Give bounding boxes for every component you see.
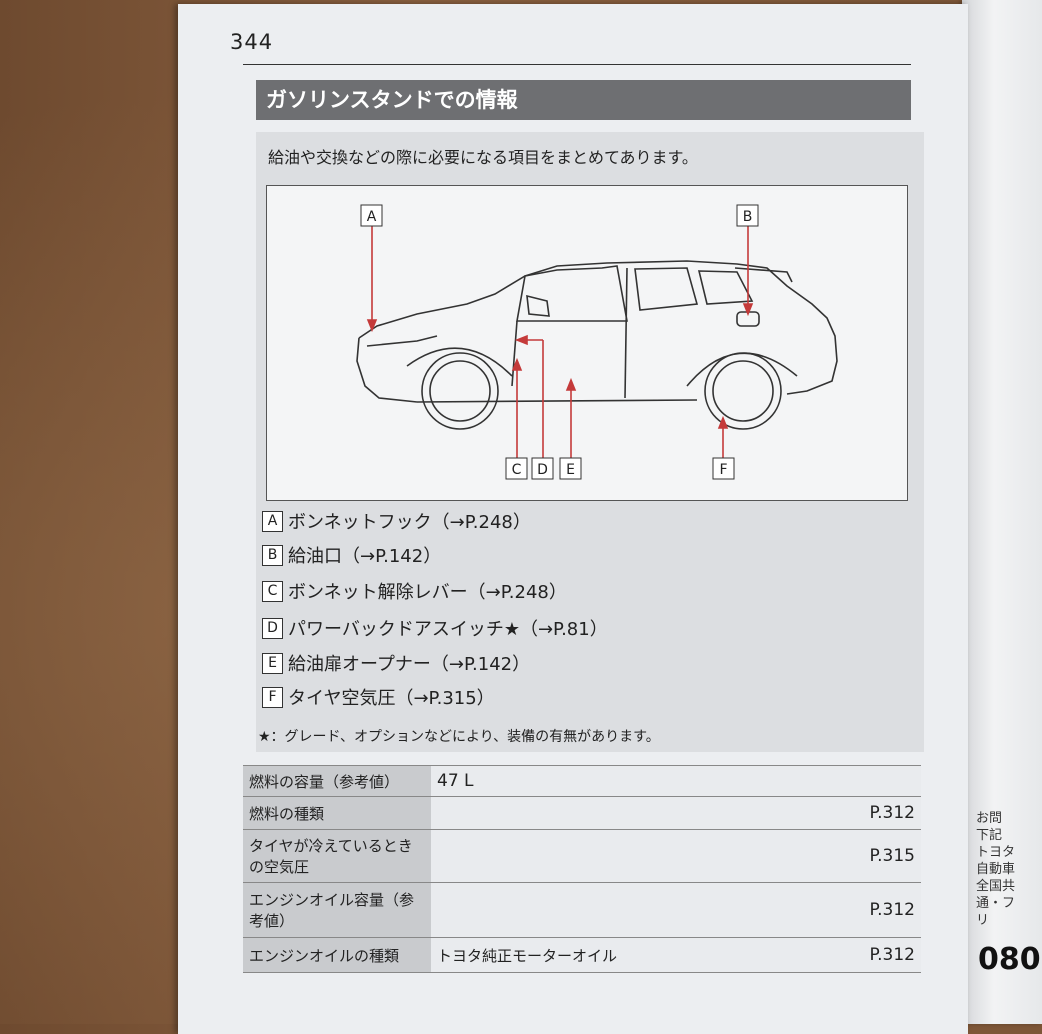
diagram-label-f: F (719, 462, 727, 478)
legend-key: B (262, 544, 283, 566)
spec-ref: P.312 (799, 937, 921, 973)
footnote: ★：グレード、オプションなどにより、装備の有無があります。 (258, 729, 660, 745)
table-row: 燃料の容量（参考値） 47 L (243, 765, 921, 797)
legend-text: タイヤ空気圧（→P.315） (288, 688, 495, 709)
car-outline (356, 260, 838, 403)
spec-label: 燃料の種類 (243, 796, 431, 830)
spec-ref: P.315 (799, 829, 921, 883)
legend-key: A (262, 510, 283, 532)
legend-text: ボンネットフック（→P.248） (288, 512, 531, 533)
car-illustration: A B C D E F (356, 204, 838, 480)
spec-ref (799, 765, 921, 797)
wheels (421, 352, 782, 430)
legend-key: C (262, 580, 283, 602)
diagram-label-b: B (743, 209, 753, 225)
spec-value (431, 796, 799, 830)
diagram-label-a: A (367, 209, 377, 225)
legend-key: D (262, 617, 283, 639)
spec-value (431, 882, 799, 938)
adjacent-page (962, 0, 1042, 1024)
intro-text: 給油や交換などの際に必要になる項目をまとめてあります。 (268, 148, 698, 167)
legend-key: E (262, 652, 283, 674)
edge-line: 下記 (976, 828, 1003, 843)
legend-text: 給油口（→P.142） (288, 546, 442, 567)
edge-line: お問 (976, 811, 1003, 826)
spec-ref: P.312 (799, 882, 921, 938)
spec-label: タイヤが冷えているときの空気圧 (243, 829, 431, 883)
diagram-label-boxes (360, 204, 759, 480)
legend-text: パワーバックドアスイッチ★（→P.81） (288, 619, 608, 640)
spec-table: 燃料の容量（参考値） 47 L 燃料の種類 P.312 タイヤが冷えているときの… (243, 765, 921, 973)
spec-value (431, 829, 799, 883)
legend-key: F (262, 686, 283, 708)
diagram-label-c: C (512, 462, 522, 478)
legend-text: ボンネット解除レバー（→P.248） (288, 582, 567, 603)
spec-label: エンジンオイル容量（参考値） (243, 882, 431, 938)
adjacent-page-text: お問 下記 トヨタ自動車 全国共通・フリ (976, 810, 1024, 929)
header-rule (243, 64, 911, 65)
section-title: ガソリンスタンドでの情報 (256, 80, 911, 120)
table-row: 燃料の種類 P.312 (243, 796, 921, 830)
vehicle-diagram: A B C D E F (266, 185, 908, 501)
diagram-label-e: E (566, 462, 575, 478)
legend-text: 給油扉オープナー（→P.142） (288, 654, 531, 675)
spec-label: エンジンオイルの種類 (243, 937, 431, 973)
page-number: 344 (230, 30, 274, 54)
diagram-label-d: D (537, 462, 548, 478)
edge-line: トヨタ自動車 (976, 845, 1016, 877)
table-row: タイヤが冷えているときの空気圧 P.315 (243, 829, 921, 883)
adjacent-page-number: 080 (978, 942, 1041, 977)
callout-lines (366, 226, 754, 458)
spec-ref: P.312 (799, 796, 921, 830)
table-row: エンジンオイル容量（参考値） P.312 (243, 882, 921, 938)
table-row: エンジンオイルの種類 トヨタ純正モーターオイル P.312 (243, 937, 921, 973)
spec-value: トヨタ純正モーターオイル (431, 937, 799, 973)
spec-value: 47 L (431, 765, 799, 797)
edge-line: 全国共通・フリ (976, 879, 1016, 928)
spec-label: 燃料の容量（参考値） (243, 765, 431, 797)
